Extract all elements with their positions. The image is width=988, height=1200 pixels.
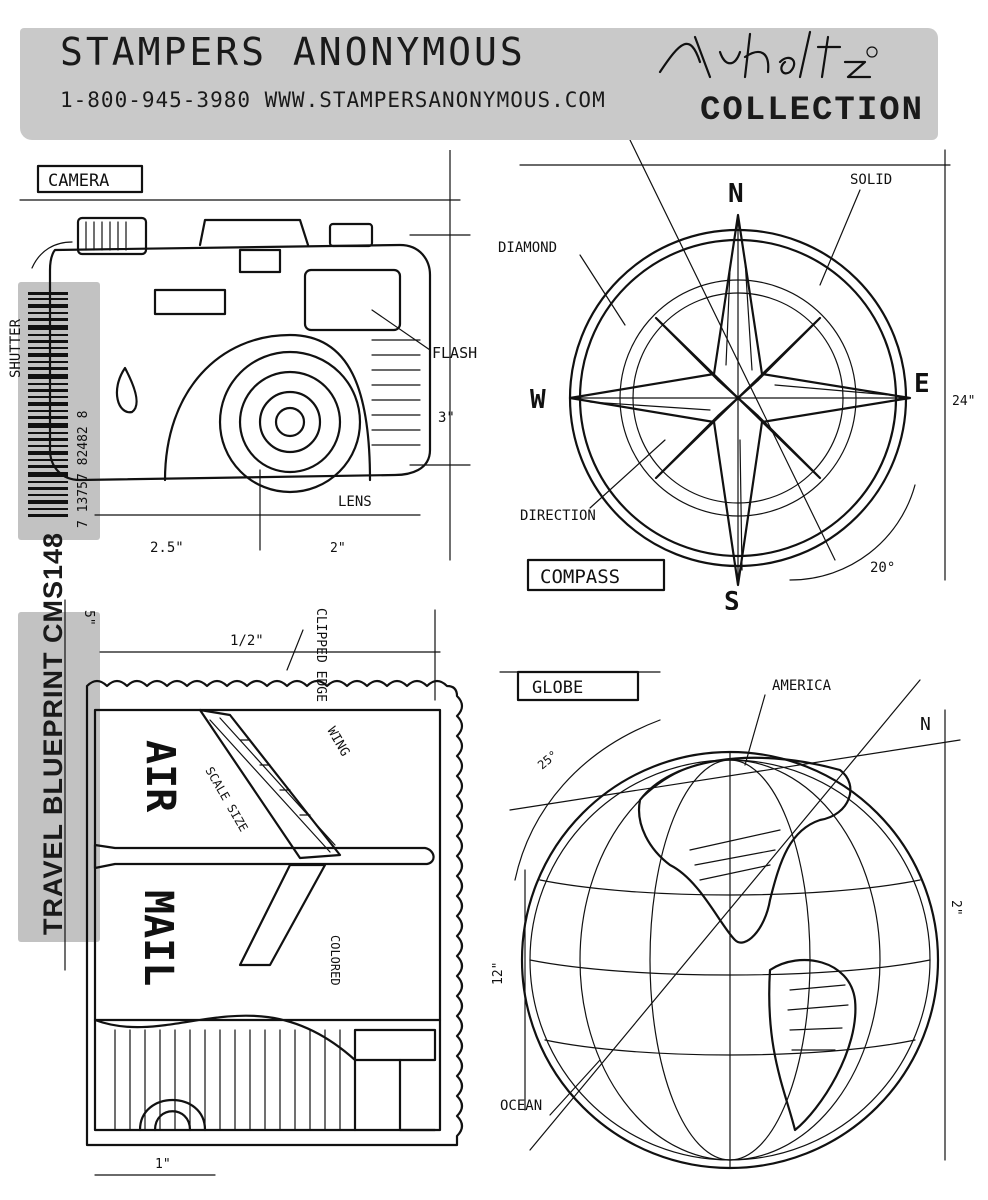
compass-solid-label: SOLID (850, 172, 892, 188)
globe-dim-right: 2" (948, 900, 963, 916)
camera-flash-label: FLASH (432, 344, 477, 362)
compass-east: E (914, 369, 930, 399)
globe-panel: GLOBE AMERICA N OCEAN 12" 2" 25° (491, 670, 963, 1170)
brand-contact: 1-800-945-3980 WWW.STAMPERSANONYMOUS.COM (60, 88, 606, 112)
globe-america-label: AMERICA (772, 678, 832, 694)
globe-dim-arc: 25° (535, 748, 561, 773)
camera-lens-label: LENS (338, 494, 372, 510)
camera-dim-width: 2.5" (150, 540, 184, 556)
globe-dim-left: 12" (491, 962, 506, 985)
stamp-dim-top: 1/2" (230, 633, 264, 649)
stamp-dim-left: 5" (81, 610, 96, 626)
compass-south: S (724, 587, 740, 610)
signature-logo (658, 30, 878, 79)
airmail-stamp-panel: 1/2" CLIPPED EDGE 5" AIR MAIL WING SCALE… (64, 599, 464, 1176)
camera-title: CAMERA (48, 171, 109, 191)
compass-drawing (568, 213, 912, 587)
stamp-colored-label: COLORED (328, 935, 342, 986)
compass-title: COMPASS (540, 566, 620, 588)
collection-label: COLLECTION (700, 92, 925, 130)
camera-dim-height: 3" (438, 410, 455, 426)
compass-dim-angle: 20° (870, 560, 895, 576)
globe-title: GLOBE (532, 678, 583, 698)
globe-north-label: N (920, 714, 931, 735)
stamp-mail-word: MAIL (135, 890, 181, 986)
camera-panel: CAMERA SHUTTER FLASH LENS 3" (8, 150, 477, 561)
stamp-clipped-edge-label: CLIPPED EDGE (313, 608, 328, 702)
stamp-drawing (85, 679, 464, 1147)
stamp-air-word: AIR (137, 740, 183, 813)
globe-drawing (520, 750, 940, 1170)
stamp-wing-label: WING (324, 725, 353, 760)
compass-west: W (530, 385, 546, 415)
compass-direction-label: DIRECTION (520, 508, 596, 524)
header-band (20, 28, 938, 140)
camera-title-box (36, 164, 144, 194)
brand-name: STAMPERS ANONYMOUS (60, 30, 526, 74)
compass-title-box (526, 558, 666, 592)
compass-dim-right: 24" (952, 394, 975, 409)
compass-north: N (728, 179, 744, 209)
globe-title-box (516, 670, 640, 702)
barcode (28, 292, 68, 517)
globe-ocean-label: OCEAN (500, 1098, 542, 1114)
stamp-dim-bottom: 1" (155, 1157, 171, 1172)
camera-drawing (48, 216, 432, 494)
compass-diamond-label: DIAMOND (498, 240, 557, 256)
camera-shutter-label: SHUTTER (8, 318, 24, 378)
compass-panel: N S E W SOLID DIAMOND DIRECTION 24" 20° … (498, 140, 975, 610)
camera-dim-lens: 2" (330, 541, 346, 556)
